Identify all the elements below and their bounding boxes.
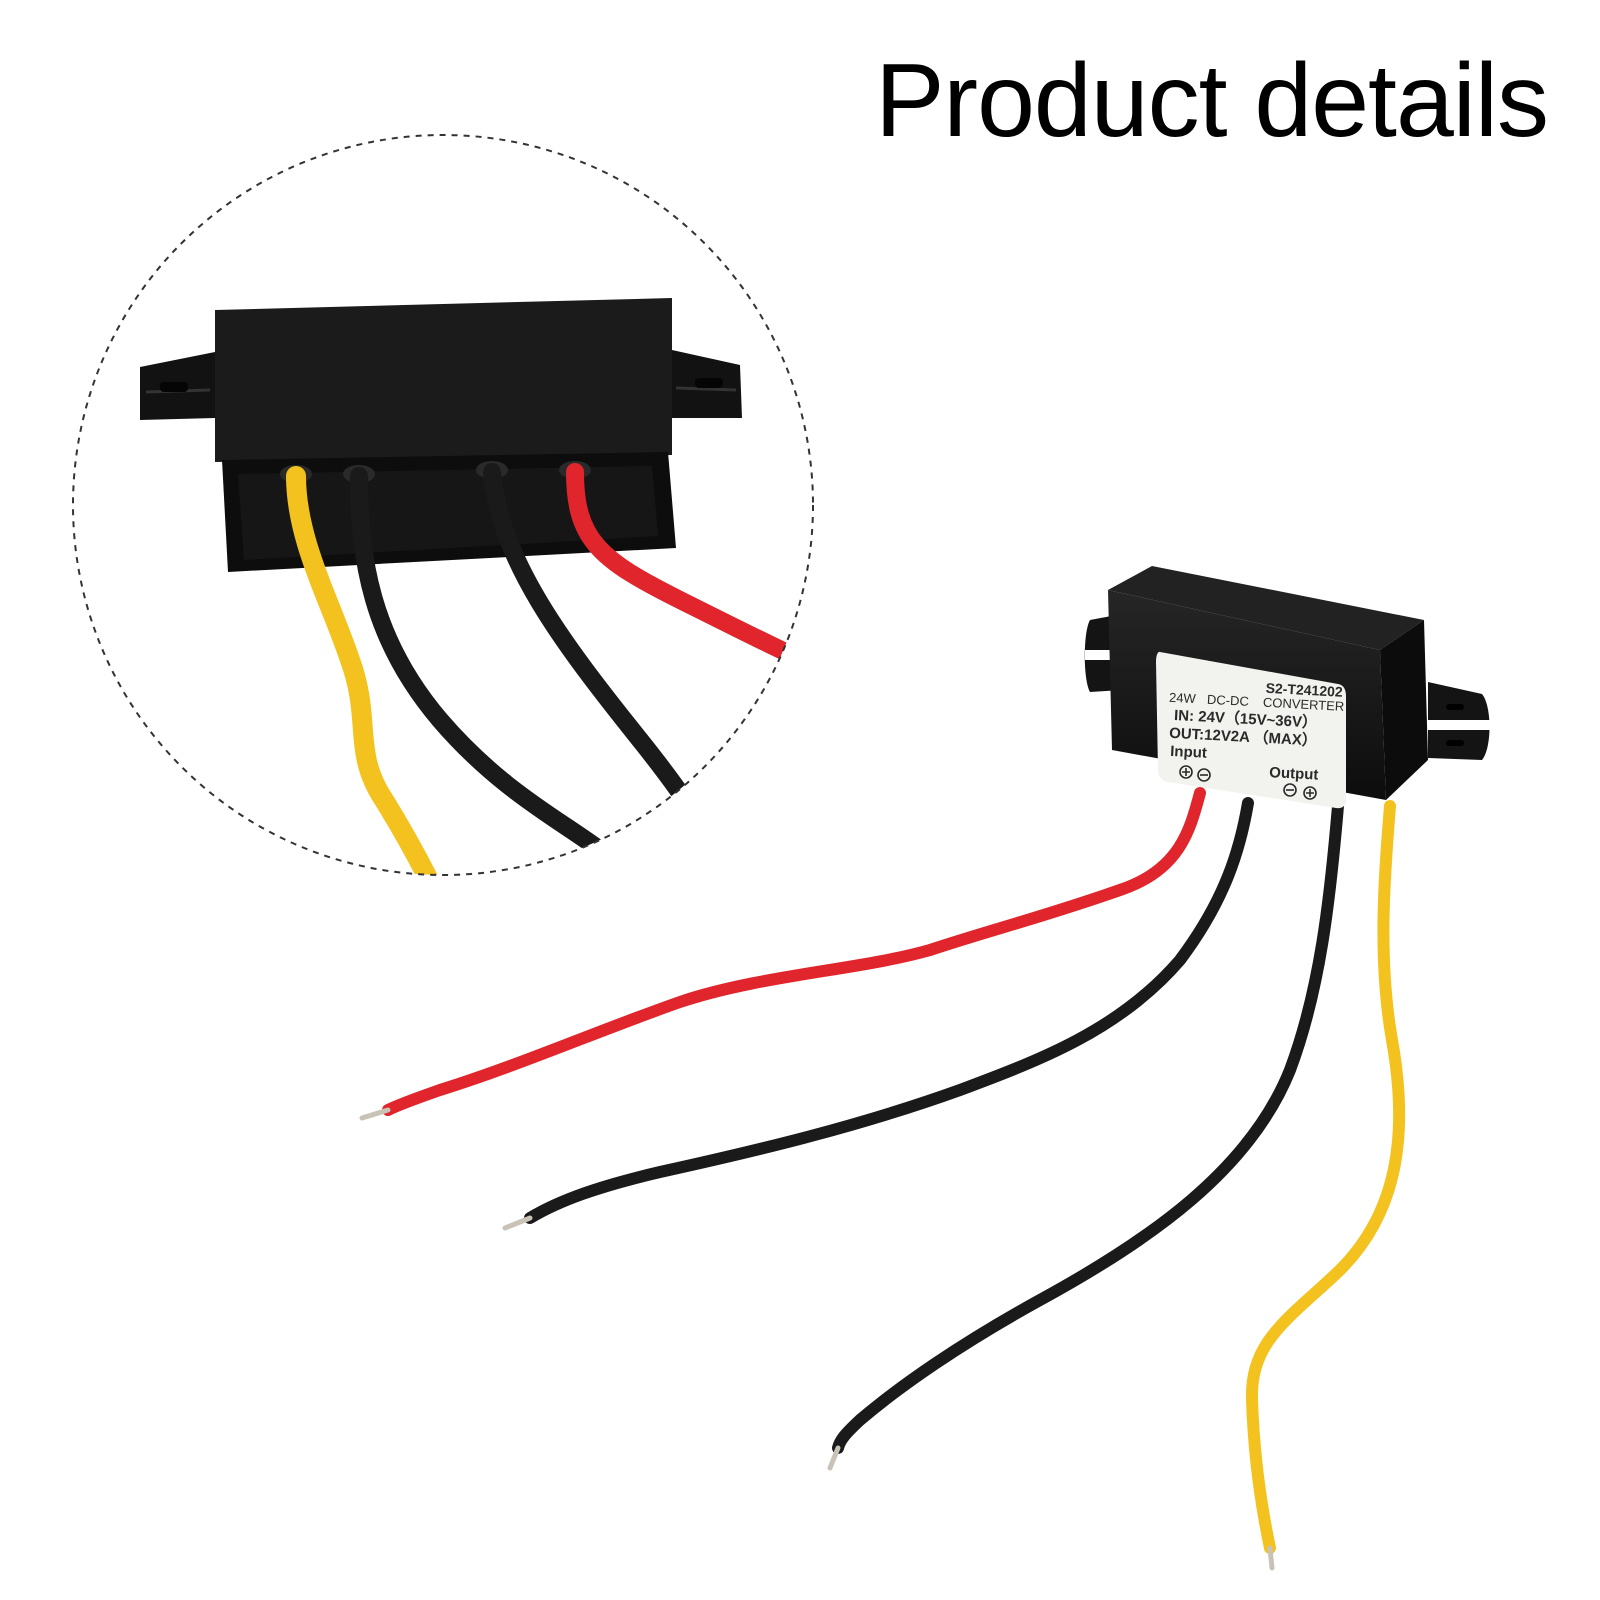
zoom-housing-top	[215, 298, 672, 462]
zoom-wire-red	[566, 463, 813, 677]
housing-side	[1380, 620, 1428, 800]
wire-black-left	[524, 797, 1254, 1224]
housing-top	[1108, 566, 1424, 650]
zoom-wire-black-1	[350, 467, 609, 859]
wire-red	[382, 787, 1206, 1116]
label-kind: CONVERTER	[1263, 695, 1345, 714]
zoom-circle-border	[72, 134, 814, 876]
wire-yellow-tip	[1267, 1545, 1275, 1571]
wire-black-left-tip	[502, 1215, 533, 1231]
zoom-detail	[72, 134, 814, 876]
label-model: S2-T241202	[1265, 680, 1343, 700]
page-title: Product details	[875, 43, 1549, 159]
plus-circle-icon	[1303, 786, 1317, 800]
wire-black-right-tip	[827, 1445, 841, 1471]
label-type: DC-DC	[1207, 692, 1250, 709]
converter-module: S2-T241202 24W DC-DC CONVERTER IN: 24V（1…	[359, 566, 1490, 1571]
plus-circle-icon	[1179, 765, 1193, 779]
label-power: 24W	[1169, 690, 1197, 706]
wire-red-tip	[359, 1107, 391, 1121]
label-output: Output	[1269, 764, 1319, 784]
wire-yellow	[1245, 800, 1406, 1554]
label-input: Input	[1170, 743, 1207, 762]
minus-circle-icon	[1283, 783, 1297, 797]
minus-circle-icon	[1197, 768, 1211, 782]
product-label: S2-T241202 24W DC-DC CONVERTER IN: 24V（1…	[1156, 651, 1346, 809]
wire-black-right	[832, 800, 1344, 1454]
zoom-wire-yellow	[286, 466, 458, 875]
